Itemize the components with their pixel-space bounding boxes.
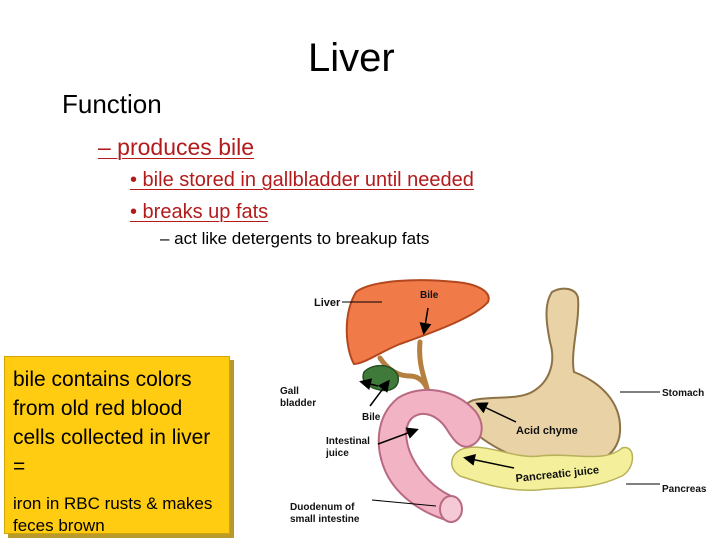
liver-shape <box>345 279 490 366</box>
stomach-shape <box>460 287 622 470</box>
label-acid-chyme: Acid chyme <box>516 425 578 437</box>
acid-chyme-arrow <box>475 402 517 423</box>
bullet-breaks-fats: • breaks up fats <box>130 201 269 223</box>
label-stomach: Stomach <box>662 388 704 399</box>
bile-arrow-top <box>419 307 432 335</box>
label-pancreas: Pancreas <box>662 484 707 495</box>
label-bladder: bladder <box>280 398 316 409</box>
label-duodenum: Duodenum of <box>290 502 355 513</box>
duodenum-leader-line <box>371 499 437 507</box>
label-juice: juice <box>325 448 349 459</box>
duodenum-shape <box>377 388 483 522</box>
bullet-produces-bile: – produces bile <box>98 134 254 160</box>
duodenum-end <box>439 495 463 523</box>
bullet-detergents: – act like detergents to breakup fats <box>160 229 430 248</box>
intestinal-leader <box>377 427 419 445</box>
digestive-organs-diagram: Liver Bile Gall bladder Bile Intestinal … <box>280 279 707 525</box>
callout-main-text: bile contains colors from old red blood … <box>13 368 211 478</box>
pancreas-shape <box>451 446 634 491</box>
bile-callout-box: bile contains colors from old red blood … <box>4 356 230 535</box>
pancreatic-arrow <box>463 453 515 469</box>
label-bile-mid: Bile <box>362 412 381 423</box>
callout-secondary-text: iron in RBC rusts & makes feces brown <box>13 494 213 535</box>
bile-arrow-mid <box>369 379 390 407</box>
label-bile-top: Bile <box>420 290 439 301</box>
slide-title: Liver <box>308 36 395 80</box>
bullet-bile-stored: • bile stored in gallbladder until neede… <box>130 169 474 191</box>
gall-bile-arrow <box>359 378 379 391</box>
label-liver: Liver <box>314 297 341 309</box>
label-gall: Gall <box>280 386 299 397</box>
gallbladder-shape <box>362 364 399 392</box>
label-intestinal: Intestinal <box>326 436 370 447</box>
label-small-intestine: small intestine <box>290 514 360 525</box>
function-heading: Function <box>62 89 162 119</box>
